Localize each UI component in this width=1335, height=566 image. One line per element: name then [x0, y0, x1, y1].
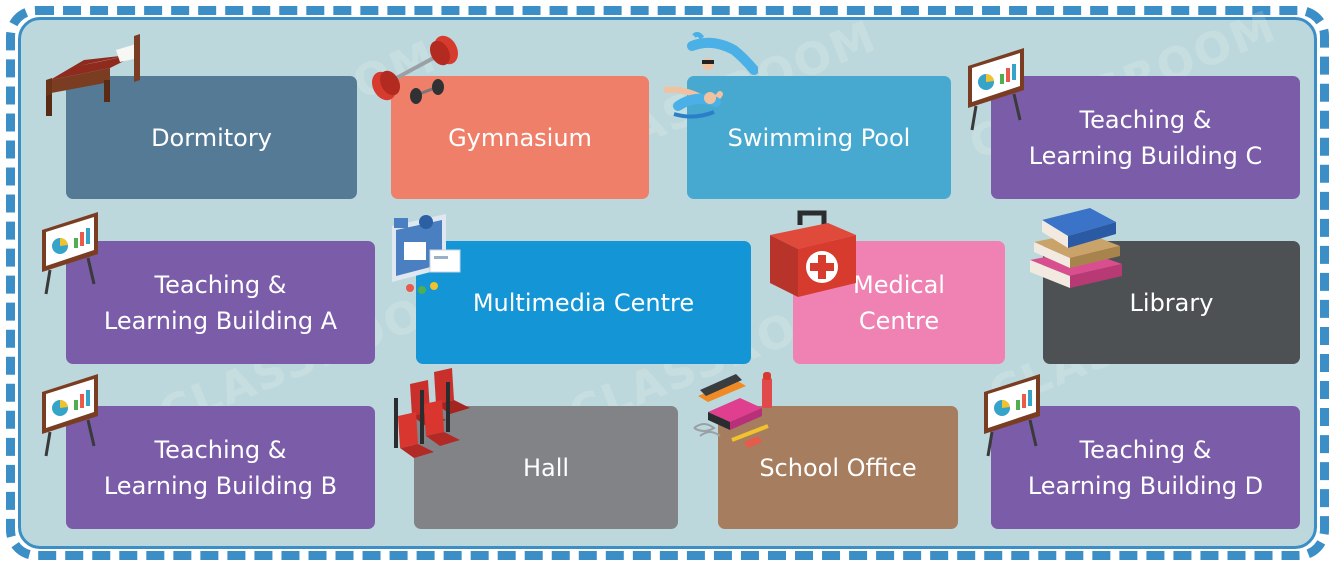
facility-teaching-building-d[interactable]: Teaching & Learning Building D [991, 406, 1300, 529]
presentation-board-icon [984, 374, 1040, 457]
facility-school-office[interactable]: School Office [718, 406, 958, 529]
facility-label: School Office [759, 453, 917, 482]
facility-label: Teaching & Learning Building B [103, 435, 338, 500]
facility-hall[interactable]: Hall [414, 406, 678, 529]
facility-gymnasium[interactable]: Gymnasium [391, 76, 649, 199]
stationery-icon [693, 372, 772, 448]
multimedia-icon [392, 214, 461, 294]
facility-label: Hall [522, 453, 570, 482]
facility-label: Medical Centre [853, 270, 945, 335]
swimmer-icon [664, 31, 758, 119]
dumbbell-icon [372, 35, 458, 104]
facility-label: Teaching & Learning Building C [1028, 105, 1263, 170]
facility-teaching-building-c[interactable]: Teaching & Learning Building C [991, 76, 1300, 199]
facility-teaching-building-b[interactable]: Teaching & Learning Building B [66, 406, 375, 529]
presentation-board-icon [42, 374, 98, 457]
first-aid-kit-icon [770, 210, 856, 297]
facility-label: Swimming Pool [727, 123, 911, 152]
bed-icon [46, 34, 140, 116]
auditorium-seats-icon [394, 368, 470, 458]
facility-dormitory[interactable]: Dormitory [66, 76, 357, 199]
facility-label: Teaching & Learning Building A [103, 270, 338, 335]
facility-label: Gymnasium [448, 123, 592, 152]
facility-label: Library [1129, 288, 1214, 317]
facility-label: Teaching & Learning Building D [1027, 435, 1264, 500]
facility-label: Multimedia Centre [472, 288, 695, 317]
facility-swimming-pool[interactable]: Swimming Pool [687, 76, 951, 199]
facility-teaching-building-a[interactable]: Teaching & Learning Building A [66, 241, 375, 364]
facility-label: Dormitory [151, 123, 272, 152]
facility-multimedia-centre[interactable]: Multimedia Centre [416, 241, 751, 364]
presentation-board-icon [968, 48, 1024, 131]
books-icon [1030, 208, 1122, 288]
presentation-board-icon [42, 212, 98, 295]
